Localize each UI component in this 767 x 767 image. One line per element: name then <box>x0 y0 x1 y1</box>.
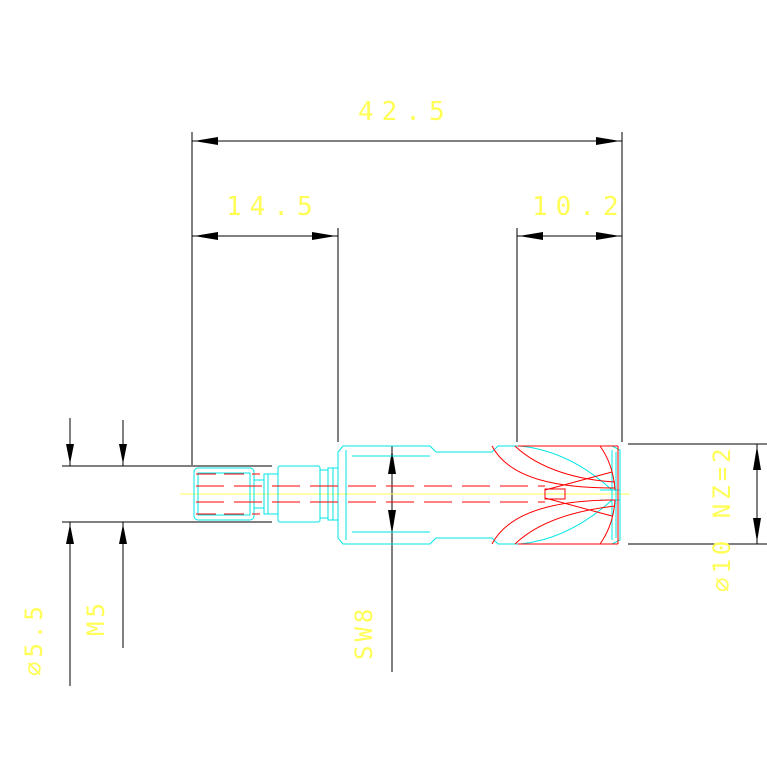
right-length-label: 10.2 <box>532 192 627 222</box>
wrench-size-label: SW8 <box>350 605 378 660</box>
nozzle-label: ∅10 NZ=2 <box>708 444 736 592</box>
dimension-texts: 42.5 14.5 10.2 ∅5.5 M5 SW8 ∅10 NZ=2 <box>20 97 736 676</box>
thread-size-label: M5 <box>82 599 110 636</box>
left-length-label: 14.5 <box>226 192 321 222</box>
dimension-lines <box>62 132 767 686</box>
hidden-lines <box>196 445 619 545</box>
part-outline <box>193 445 621 545</box>
overall-length-label: 42.5 <box>358 97 453 127</box>
arrowheads <box>66 137 761 544</box>
thread-diameter-label: ∅5.5 <box>20 602 48 676</box>
